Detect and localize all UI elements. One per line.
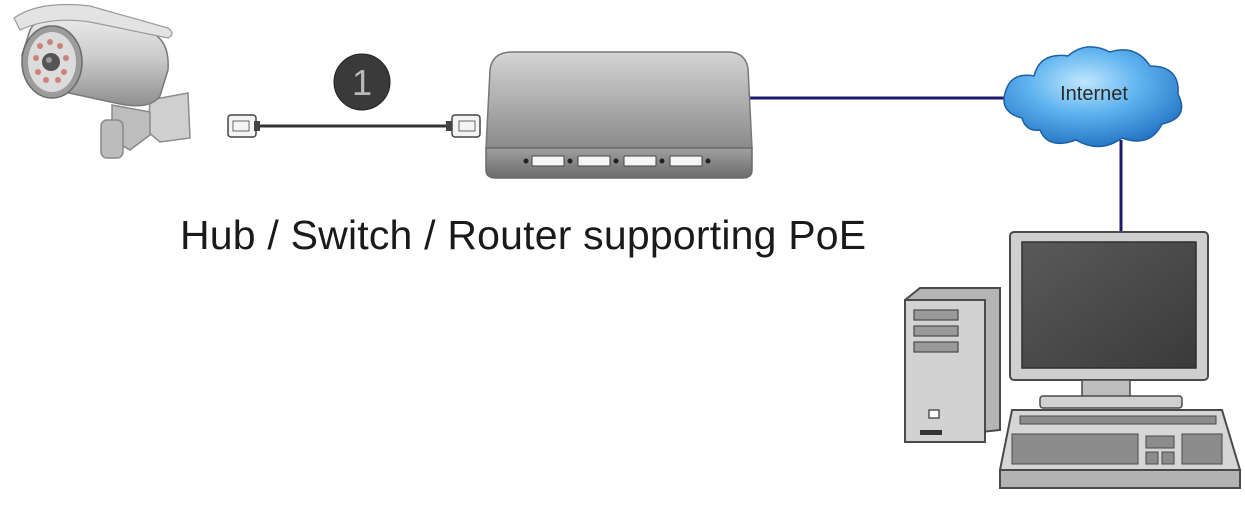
rj45-connector-icon [227,114,260,138]
camera-icon [13,3,191,159]
poe-cable [227,114,481,138]
step-badge-number: 1 [352,62,372,103]
pc-tower [904,287,1001,443]
pc-keyboard [998,409,1242,489]
step-badge: 1 [333,53,391,111]
network-links [745,96,1123,232]
diagram-caption: Hub / Switch / Router supporting PoE [180,212,867,258]
pc-monitor [1009,231,1209,409]
computer-icon [904,231,1242,489]
cloud-icon: Internet [1003,46,1183,148]
rj45-connector-icon [446,114,481,138]
router-ports [531,155,703,167]
cloud-label: Internet [1060,83,1128,105]
router-icon [485,51,753,179]
